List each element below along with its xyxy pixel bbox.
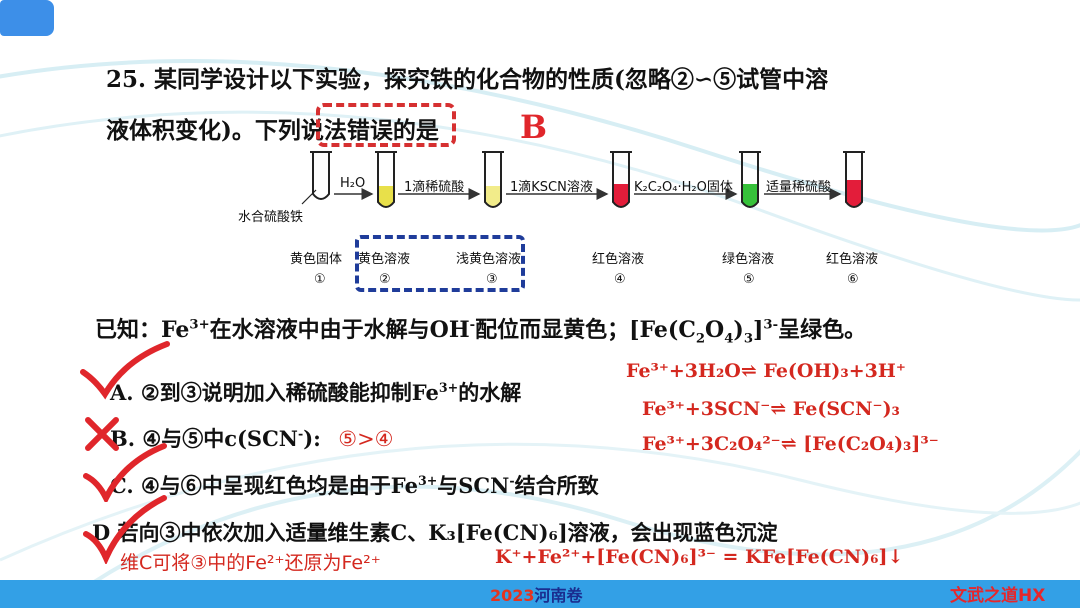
- tube-label-1: 黄色固体: [290, 252, 343, 267]
- question-line-2: 液体积变化)。下列说法错误的是: [106, 117, 439, 144]
- equation-3: Fe³⁺+3C₂O₄²⁻⇌ [Fe(C₂O₄)₃]³⁻: [642, 433, 939, 455]
- tube-num-2: ②: [379, 272, 391, 287]
- arrow-label-1: H₂O: [340, 176, 366, 191]
- tube-num-6: ⑥: [847, 272, 859, 287]
- tube-label-2: 黄色溶液: [358, 252, 411, 267]
- check-mark-icon: [83, 495, 167, 564]
- bottom-note: 维C可将③中的Fe²⁺还原为Fe²⁺: [120, 552, 381, 574]
- tube-num-4: ④: [614, 272, 626, 287]
- footer-title: 2023河南卷: [490, 586, 583, 605]
- cross-mark-icon: [85, 417, 119, 451]
- tube-label-5: 绿色溶液: [722, 252, 775, 267]
- arrow-label-2: 1滴稀硫酸: [404, 180, 465, 195]
- highlight-box-blue: [355, 235, 525, 292]
- check-mark-icon: [83, 443, 167, 502]
- tube-2: [375, 151, 397, 208]
- option-c: C. ④与⑥中呈现红色均是由于Fe3+与SCN-结合所致: [110, 473, 599, 498]
- corner-badge: [0, 0, 54, 36]
- tube-label-4: 红色溶液: [592, 252, 645, 267]
- tube-4: [610, 151, 632, 208]
- bottom-equation: K⁺+Fe²⁺+[Fe(CN)₆]³⁻ = KFe[Fe(CN)₆]↓: [495, 546, 904, 568]
- equation-1: Fe³⁺+3H₂O⇌ Fe(OH)₃+3H⁺: [626, 360, 906, 382]
- tube-label-3: 浅黄色溶液: [456, 252, 522, 267]
- arrow-label-5: 适量稀硫酸: [766, 180, 832, 195]
- known-statement: 已知：Fe3+在水溶液中由于水解与OH-配位而显黄色；[Fe(C2O4)3]3-…: [95, 317, 867, 347]
- tube-num-3: ③: [486, 272, 498, 287]
- equation-2: Fe³⁺+3SCN⁻⇌ Fe(SCN⁻)₃: [642, 398, 900, 420]
- check-mark-icon: [80, 341, 170, 400]
- tube-1: [310, 151, 332, 200]
- start-label: 水合硫酸铁: [238, 210, 304, 225]
- option-b: B. ④与⑤中c(SCN-): ⑤>④: [110, 426, 394, 451]
- question-line-1: 25. 某同学设计以下实验，探究铁的化合物的性质(忽略②∽⑤试管中溶: [106, 66, 829, 93]
- highlight-box-red: [316, 103, 456, 147]
- tubes-svg: [301, 151, 865, 208]
- answer-letter: B: [520, 108, 548, 146]
- tube-num-1: ①: [314, 272, 326, 287]
- footer-brand: 文武之道HX: [950, 586, 1046, 606]
- option-b-note: ⑤>④: [338, 427, 394, 451]
- arrow-label-3: 1滴KSCN溶液: [510, 180, 593, 195]
- tube-6: [843, 151, 865, 208]
- option-d: D 若向③中依次加入适量维生素C、K₃[Fe(CN)₆]溶液，会出现蓝色沉淀: [92, 520, 778, 545]
- option-a: A. ②到③说明加入稀硫酸能抑制Fe3+的水解: [110, 380, 522, 405]
- arrow-label-4: K₂C₂O₄·H₂O固体: [634, 180, 733, 195]
- tube-label-6: 红色溶液: [826, 252, 879, 267]
- tube-num-5: ⑤: [743, 272, 755, 287]
- footer-bar: [0, 580, 1080, 608]
- tube-3: [482, 151, 504, 208]
- tube-5: [739, 151, 761, 208]
- experiment-diagram: 水合硫酸铁 H₂O 1滴稀硫酸 1滴KSCN溶液 K₂C₂O₄·H₂O固体 适量…: [236, 148, 896, 298]
